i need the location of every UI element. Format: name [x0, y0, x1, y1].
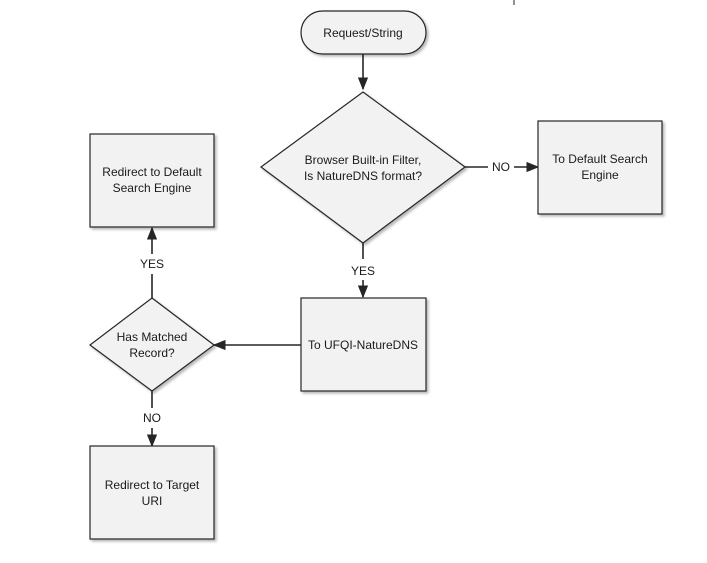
redirect-default-box — [89, 133, 215, 228]
redirect-default-label-line1: Redirect to Default — [102, 165, 202, 179]
matched-decision-diamond — [88, 297, 216, 392]
redirect-target-label-line2: URI — [142, 494, 163, 508]
start-terminator — [300, 10, 427, 55]
redirect-target-box — [89, 445, 215, 540]
redirect-default-label-line2: Search Engine — [113, 181, 192, 195]
edge-label-filter-no: NO — [492, 160, 510, 174]
filter-label-line2: Is NatureDNS format? — [304, 169, 422, 183]
node-labels: Request/String Browser Built-in Filter, … — [102, 26, 647, 508]
redirect-target-label-line1: Redirect to Target — [105, 478, 200, 492]
nodes — [88, 10, 663, 540]
edge-label-matched-yes: YES — [140, 257, 164, 271]
default-search-label-line2: Engine — [581, 168, 619, 182]
ufqi-label: To UFQI-NatureDNS — [308, 338, 418, 352]
filter-decision-diamond — [259, 91, 467, 244]
edge-label-filter-yes: YES — [351, 264, 375, 278]
matched-label-line1: Has Matched — [117, 330, 188, 344]
edge-label-matched-no: NO — [143, 411, 161, 425]
edge-labels: NO YES YES NO — [140, 160, 510, 425]
ufqi-box — [300, 297, 427, 392]
matched-label-line2: Record? — [129, 346, 175, 360]
default-search-box — [537, 120, 663, 215]
filter-label-line1: Browser Built-in Filter, — [305, 153, 422, 167]
default-search-label-line1: To Default Search — [552, 152, 647, 166]
start-label: Request/String — [323, 26, 402, 40]
connectors — [146, 54, 540, 448]
